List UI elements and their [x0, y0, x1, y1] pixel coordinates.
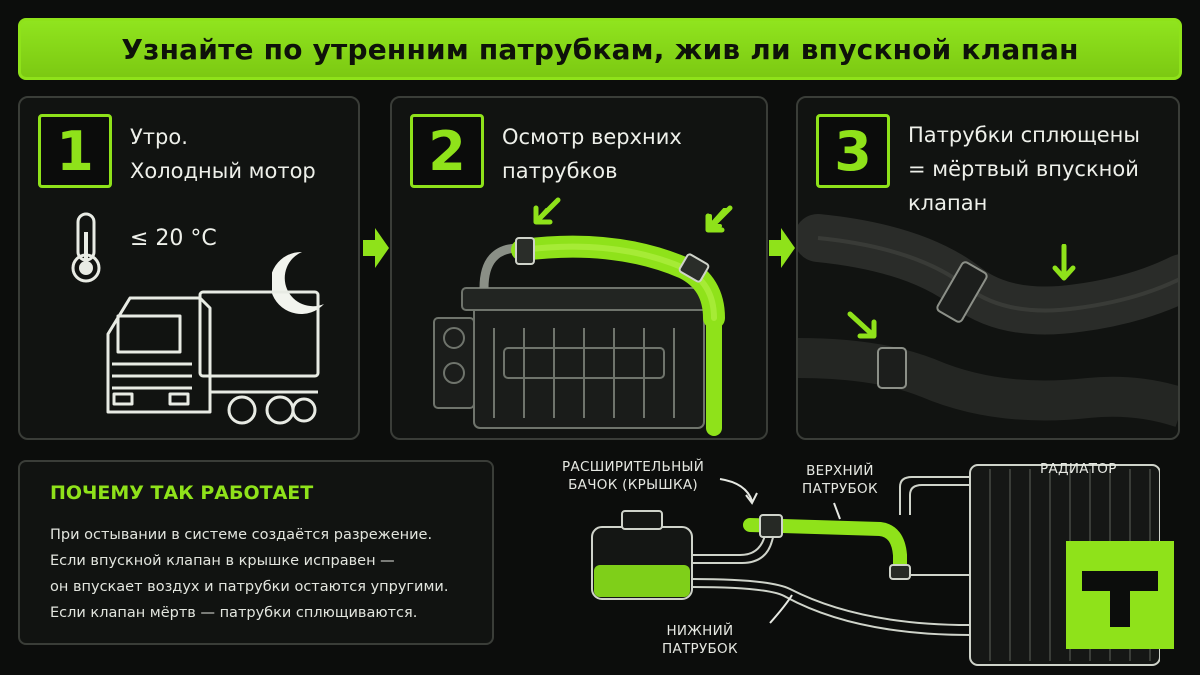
arrow-right-icon — [363, 228, 389, 268]
explanation-body: При остывании в системе создаётся разреж… — [50, 527, 449, 621]
pointer-arrow-icon — [1052, 244, 1076, 281]
explanation-heading: ПОЧЕМУ ТАК РАБОТАЕТ — [50, 482, 314, 504]
temperature-reading: ≤ 20 °C — [130, 226, 217, 251]
title-banner: Узнайте по утренним патрубкам, жив ли вп… — [18, 18, 1182, 80]
explanation-box: ПОЧЕМУ ТАК РАБОТАЕТ При остывании в сист… — [18, 460, 494, 645]
tank-label: РАСШИРИТЕЛЬНЫЙ БАЧОК (КРЫШКА) — [562, 459, 705, 493]
radiator-label: РАДИАТОР — [1040, 461, 1117, 477]
step-number-2: 2 — [410, 114, 484, 188]
truck-icon — [106, 290, 320, 425]
step-panel-3: 3 Патрубки сплющены = мёртвый впускной к… — [796, 96, 1180, 440]
step-text-1: Утро. Холодный мотор — [130, 125, 316, 183]
moon-icon — [272, 251, 324, 314]
engine-icon — [433, 208, 728, 436]
step-number-3: 3 — [816, 114, 890, 188]
pointer-arrow-icon — [847, 311, 877, 339]
pointer-arrow-icon — [533, 197, 561, 225]
hose-icon — [798, 214, 1178, 428]
pointer-arrow-icon — [705, 205, 733, 233]
step-number-1: 1 — [38, 114, 112, 188]
step-panel-1: 1 Утро. Холодный мотор ≤ 20 °C — [18, 96, 360, 440]
step-text-2: Осмотр верхних патрубков — [502, 125, 682, 183]
arrow-right-icon — [769, 228, 795, 268]
page-title: Узнайте по утренним патрубкам, жив ли вп… — [121, 32, 1079, 66]
lower-hose-label: НИЖНИЙ ПАТРУБОК — [662, 623, 738, 657]
brand-logo — [1066, 541, 1174, 649]
thermometer-icon — [71, 212, 101, 283]
step-text-3: Патрубки сплющены = мёртвый впускной кла… — [908, 123, 1140, 215]
t-logo-icon — [1082, 571, 1158, 627]
upper-hose-label: ВЕРХНИЙ ПАТРУБОК — [802, 463, 878, 497]
step-panel-2: 2 Осмотр верхних патрубков — [390, 96, 768, 440]
